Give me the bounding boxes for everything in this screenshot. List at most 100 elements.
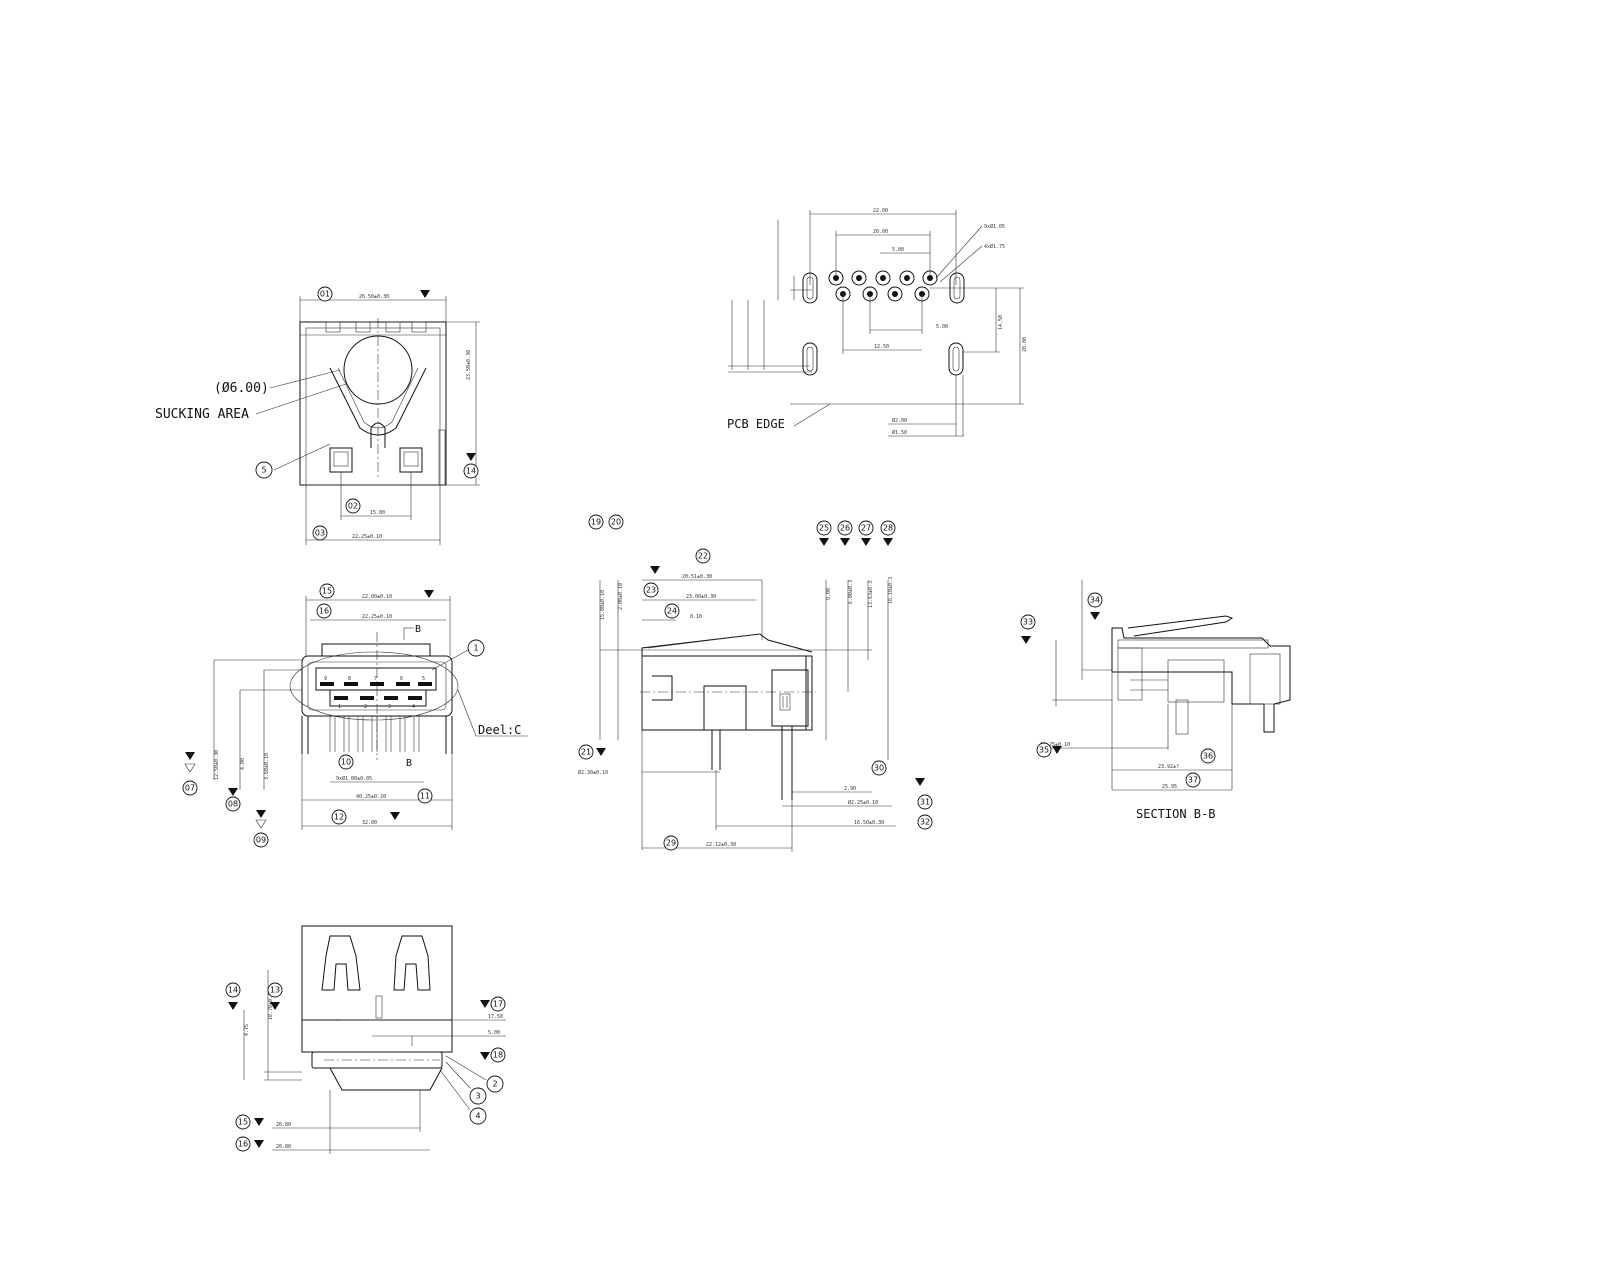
callout-1: 1 <box>467 639 485 657</box>
svg-text:24: 24 <box>667 607 677 616</box>
callout-4: 4 <box>469 1107 487 1125</box>
svg-text:27: 27 <box>861 524 871 533</box>
svg-text:9.00: 9.00 <box>826 588 832 600</box>
callout-15-bottom: 15 <box>235 1114 251 1130</box>
svg-text:12.50±0.30: 12.50±0.30 <box>214 750 220 780</box>
svg-text:08: 08 <box>228 800 238 809</box>
callout-08: 08 <box>225 796 241 812</box>
svg-text:02: 02 <box>348 502 358 511</box>
callout-07: 07 <box>182 780 198 796</box>
svg-text:16.10±0.3: 16.10±0.3 <box>888 577 894 604</box>
top-view: 26.50±0.30 22.25±0.10 15.00 23.50±0.30 (… <box>155 286 480 545</box>
callout-16-bottom: 16 <box>235 1136 251 1152</box>
svg-text:11: 11 <box>420 792 430 801</box>
svg-text:17: 17 <box>493 1000 503 1009</box>
callout-21: 21 <box>578 744 594 760</box>
section-mark-top: B <box>415 624 421 635</box>
section-bb-label: SECTION B-B <box>1136 807 1215 821</box>
svg-text:9xØ1.05: 9xØ1.05 <box>984 223 1005 230</box>
svg-text:22.00: 22.00 <box>873 208 888 214</box>
svg-text:40.25±0.20: 40.25±0.20 <box>356 794 386 800</box>
callout-24: 24 <box>664 603 680 619</box>
svg-text:16: 16 <box>319 607 329 616</box>
svg-text:36: 36 <box>1203 752 1213 761</box>
callout-09: 09 <box>253 832 269 848</box>
svg-text:12.50: 12.50 <box>874 344 889 350</box>
svg-text:2: 2 <box>492 1080 497 1089</box>
svg-text:2.00±0.10: 2.00±0.10 <box>618 583 624 610</box>
svg-text:37: 37 <box>1188 776 1198 785</box>
svg-text:15: 15 <box>322 587 332 596</box>
pin-number: 1 <box>338 704 341 710</box>
svg-text:23.92±?: 23.92±? <box>1158 764 1179 770</box>
callout-23: 23 <box>643 582 659 598</box>
svg-text:26.50±0.30: 26.50±0.30 <box>359 294 389 300</box>
svg-text:23: 23 <box>646 586 656 595</box>
svg-text:20.00: 20.00 <box>873 229 888 235</box>
pin-number: 8 <box>348 676 351 682</box>
callout-03: 03 <box>312 525 328 541</box>
svg-text:Ø1.50: Ø1.50 <box>892 429 907 436</box>
svg-text:4xØ1.75: 4xØ1.75 <box>984 243 1005 250</box>
callout-36: 36 <box>1200 748 1216 764</box>
svg-text:25.95: 25.95 <box>1162 784 1177 790</box>
svg-text:4.00: 4.00 <box>240 758 246 770</box>
front-view: Deel:C B B 22.00±0.10 22.25±0.10 9xØ1.00… <box>182 583 528 848</box>
callout-19: 19 <box>588 514 604 530</box>
callout-13-bottom: 13 <box>267 982 283 998</box>
callout-18-bottom: 18 <box>490 1047 506 1063</box>
callout-30: 30 <box>871 760 887 776</box>
pin-number: 3 <box>388 704 391 710</box>
pin-number: 7 <box>374 676 377 682</box>
pcb-footprint-view: 22.00 20.00 5.00 9xØ1.05 4xØ1.75 <box>727 208 1028 437</box>
callout-20: 20 <box>608 514 624 530</box>
svg-text:32: 32 <box>920 818 930 827</box>
svg-text:20.00: 20.00 <box>1022 337 1028 352</box>
svg-text:09: 09 <box>256 836 266 845</box>
side-view: 20.51±0.30 23.00±0.30 0.10 15.00±0.10 2.… <box>578 514 933 852</box>
svg-text:15: 15 <box>238 1118 248 1127</box>
callout-11: 11 <box>417 788 433 804</box>
svg-text:14: 14 <box>228 986 238 995</box>
svg-text:15.00±0.10: 15.00±0.10 <box>600 590 606 620</box>
svg-text:5: 5 <box>261 466 266 475</box>
svg-text:23.00±0.30: 23.00±0.30 <box>686 594 716 600</box>
section-mark-bottom: B <box>406 758 412 769</box>
bottom-view: 17.50 5.00 4.75 10.70±0.10 26.80 20.80 1… <box>225 925 506 1154</box>
svg-text:6.00±0.3: 6.00±0.3 <box>848 580 854 604</box>
svg-text:23.50±0.30: 23.50±0.30 <box>466 350 472 380</box>
callout-15: 15 <box>319 583 335 599</box>
callout-28: 28 <box>880 520 896 536</box>
svg-text:22.25±0.10: 22.25±0.10 <box>362 614 392 620</box>
sucking-area-label: SUCKING AREA <box>155 407 249 422</box>
callout-02: 02 <box>345 498 361 514</box>
svg-text:13.63±0.3: 13.63±0.3 <box>868 581 874 608</box>
callout-14: 14 <box>463 463 479 479</box>
svg-text:5.00: 5.00 <box>488 1030 500 1036</box>
pin-number: 9 <box>324 676 327 682</box>
callout-3: 3 <box>469 1087 487 1105</box>
pin-number: 4 <box>412 704 415 710</box>
svg-text:3: 3 <box>475 1092 480 1101</box>
callout-34: 34 <box>1087 592 1103 608</box>
section-bb-view: 11.25±0.10 23.92±? 25.95 33 34 35 36 37 … <box>1020 580 1291 821</box>
svg-text:35: 35 <box>1039 746 1049 755</box>
svg-text:17.50: 17.50 <box>488 1014 503 1020</box>
svg-text:5.00: 5.00 <box>892 247 904 253</box>
callout-25: 25 <box>816 520 832 536</box>
svg-text:10: 10 <box>341 758 351 767</box>
callout-29: 29 <box>663 835 679 851</box>
svg-text:21: 21 <box>581 748 591 757</box>
svg-text:20.51±0.30: 20.51±0.30 <box>682 574 712 580</box>
svg-text:5.00: 5.00 <box>936 324 948 330</box>
svg-text:29: 29 <box>666 839 676 848</box>
svg-text:03: 03 <box>315 529 325 538</box>
svg-text:20: 20 <box>611 518 621 527</box>
svg-text:26.80: 26.80 <box>276 1122 291 1128</box>
svg-text:12: 12 <box>334 813 344 822</box>
svg-text:4.75: 4.75 <box>244 1024 250 1036</box>
callout-5: 5 <box>255 461 273 479</box>
svg-text:13: 13 <box>270 986 280 995</box>
pcb-edge-label: PCB EDGE <box>727 417 785 431</box>
